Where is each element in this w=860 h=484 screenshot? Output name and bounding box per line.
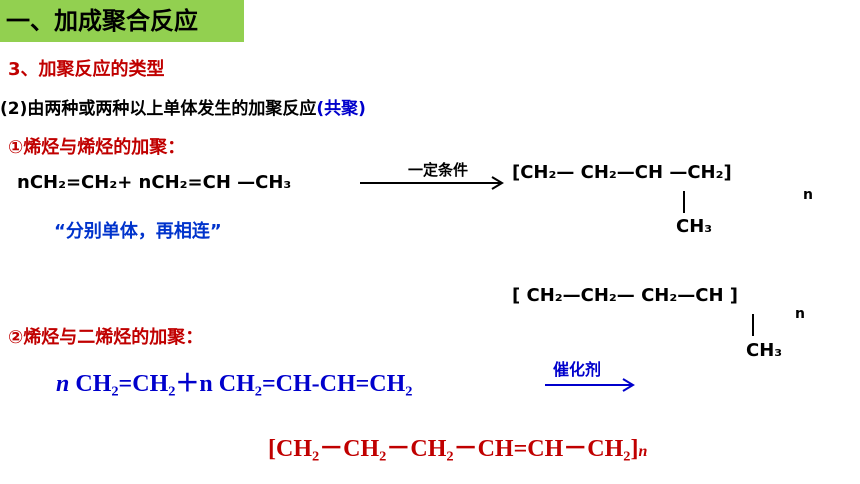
product-1-chain: [CH₂— CH₂—CH —CH₂]: [512, 162, 732, 183]
catalyst-label: 催化剂: [553, 360, 602, 379]
equation-1-reactants: nCH₂=CH₂+ nCH₂=CH —CH₃: [17, 172, 292, 193]
equation-2-text: CH₂=CH₂＋n CH₂=CH-CH=CH₂: [75, 371, 413, 397]
product-3-chain: [CH₂－CH₂－CH₂－CH=CH－CH₂]n: [268, 428, 647, 463]
title-banner: [0, 0, 244, 42]
subtitle: 3、加聚反应的类型: [8, 59, 165, 80]
product-1-branch-bond: [683, 191, 685, 213]
reaction-arrow-2: [545, 378, 635, 392]
product-2-branch-bond: [752, 314, 754, 336]
product-2-chain: [ CH₂—CH₂— CH₂—CH ]: [512, 285, 739, 306]
section-heading: (2)由两种或两种以上单体发生的加聚反应(共聚): [0, 94, 366, 119]
product-2-branch: CH₃: [746, 340, 783, 361]
page-title: 一、加成聚合反应: [6, 7, 198, 35]
product-3-subscript-n: n: [638, 443, 648, 460]
heading-olefin-diene: ②烯烃与二烯烃的加聚：: [8, 327, 204, 348]
section-heading-text: (2)由两种或两种以上单体发生的加聚反应: [0, 99, 317, 119]
hint-quote: “分别单体，再相连”: [54, 221, 222, 242]
product-1-branch: CH₃: [676, 216, 713, 237]
equation-2-reactants: n CH₂=CH₂＋n CH₂=CH-CH=CH₂: [56, 363, 413, 398]
reaction-arrow-1: [360, 176, 504, 190]
reaction-condition-label: 一定条件: [408, 161, 469, 179]
coefficient-n: n: [56, 371, 76, 397]
heading-olefin-olefin: ①烯烃与烯烃的加聚：: [8, 137, 186, 158]
product-2-subscript-n: n: [795, 306, 805, 322]
section-heading-note: (共聚): [316, 99, 366, 119]
product-3-text: [CH₂－CH₂－CH₂－CH=CH－CH₂]: [268, 436, 639, 462]
product-1-subscript-n: n: [803, 187, 813, 203]
